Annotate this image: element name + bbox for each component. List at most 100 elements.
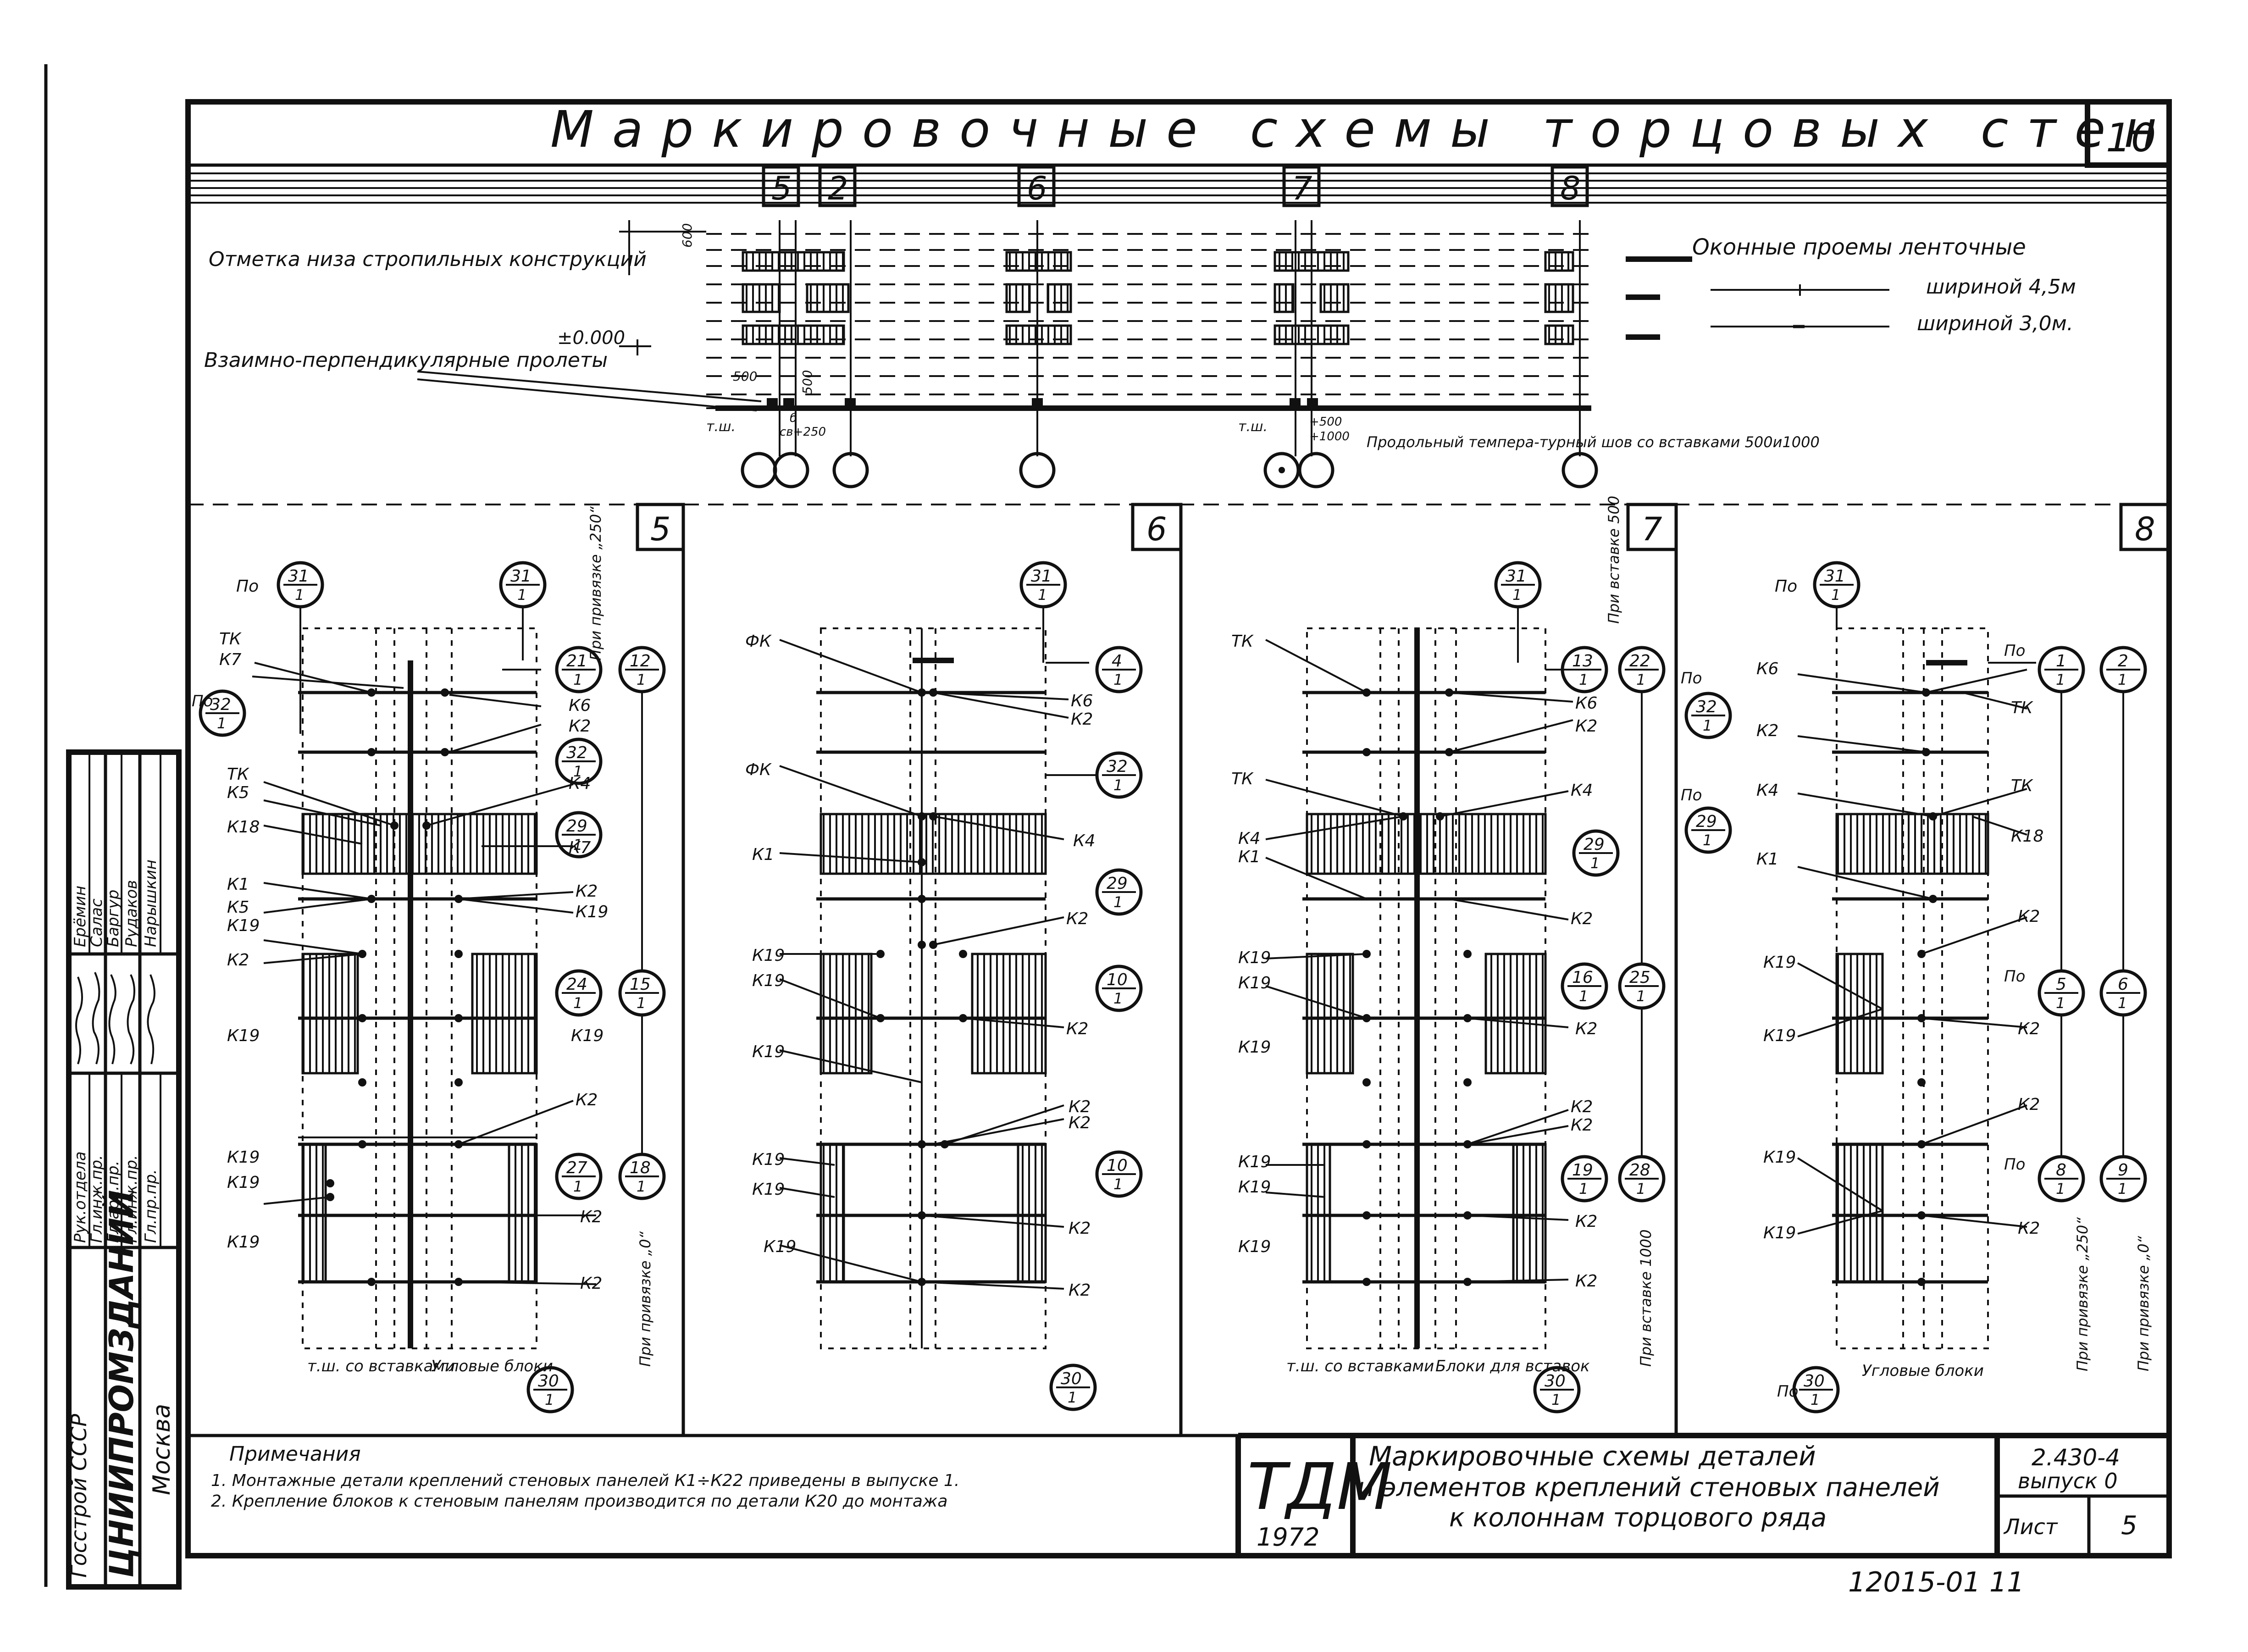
p6-mark-31-sub: 1	[1038, 586, 1047, 604]
p7-mark-28-sub: 1	[1636, 1180, 1645, 1197]
axis-marker-boxes	[762, 165, 1589, 207]
p8-mark-31-sub: 1	[1831, 586, 1840, 604]
panel-5-wall	[298, 627, 538, 1349]
dim-500a: 500	[733, 369, 757, 384]
p8-label-k19-1: К19	[1763, 953, 1796, 972]
stamp-role-4: Гл.инж.пр.	[122, 1155, 141, 1243]
p5-mark-32b-sub: 1	[573, 763, 582, 780]
p5-bottom-right: Угловые блоки	[431, 1357, 553, 1375]
title-block-desc-3: к колоннам торцового ряда	[1449, 1503, 1827, 1533]
p7-label-k2-4: К2	[1571, 1098, 1593, 1116]
roof-level-label: Отметка низа стропильных конструкций	[209, 248, 647, 271]
tdm-year: 1972	[1257, 1523, 1319, 1552]
p6-label-k19-6: К19	[764, 1237, 796, 1256]
legend-width-30: шириной 3,0м.	[1917, 312, 2073, 335]
p8-mark-29: 29	[1696, 812, 1717, 831]
p7-label-tk-1: ТК	[1231, 632, 1254, 651]
p7-label-k19-3: К19	[1238, 1038, 1271, 1057]
corner-number-box	[2085, 99, 2172, 168]
p5-mark-31a-sub: 1	[295, 586, 304, 604]
p6-label-k19-1: К19	[752, 946, 785, 965]
p7-label-k1: К1	[1238, 848, 1260, 866]
p8-mark-8: 8	[2056, 1161, 2066, 1180]
p5-label-k2-r3: К2	[576, 1091, 598, 1109]
ts-label-right: т.ш.	[1238, 419, 1268, 435]
p5-mark-32b: 32	[566, 743, 587, 762]
p7-mark-16-sub: 1	[1579, 987, 1588, 1005]
stamp-org-1: Госстрой СССР	[66, 1414, 91, 1578]
title-block-code: 2.430-4	[2032, 1444, 2120, 1471]
p6-mark-29: 29	[1107, 874, 1128, 893]
panel-7-number-box	[1626, 503, 1678, 551]
p5-note-bottom: При привязке „0“	[637, 1231, 654, 1367]
panel-5-leaders	[252, 662, 597, 1285]
p5-label-k6: К6	[569, 696, 591, 715]
p7-mark-25-sub: 1	[1636, 987, 1645, 1005]
p5-mark-30: 30	[538, 1372, 559, 1391]
stamp-org-3: Москва	[148, 1404, 176, 1495]
p8-label-tk-2: ТК	[2011, 776, 2033, 795]
p8-mark-9-sub: 1	[2118, 1180, 2127, 1197]
ts-label-left: т.ш.	[706, 419, 736, 435]
sheet-title: Маркировочные схемы торцовых стен	[550, 100, 2175, 159]
p7-bottom-right: Блоки для вставок	[1435, 1357, 1590, 1375]
axis-marker-7: 7	[1292, 170, 1312, 207]
title-block-sheet-number: 5	[2121, 1511, 2137, 1541]
panel-7-mark-circles	[1494, 561, 1666, 1414]
p5-mark-32a: 32	[210, 695, 231, 714]
p7-mark-13: 13	[1572, 652, 1593, 671]
p8-bottom-po: По	[1777, 1382, 1798, 1401]
p6-label-fk-1: ФК	[745, 632, 772, 651]
legend-title: Оконные проемы ленточные	[1692, 234, 2026, 260]
p5-mark-31b: 31	[510, 567, 532, 586]
p7-bottom-left: т.ш. со вставками	[1286, 1357, 1434, 1375]
p5-mark-27: 27	[566, 1159, 587, 1177]
p6-mark-30: 30	[1061, 1369, 1082, 1388]
temp-joint-note: Продольный темпера-турный шов со вставка…	[1367, 433, 1820, 451]
p5-label-k7: К7	[219, 650, 242, 669]
p5-mark-24: 24	[566, 975, 587, 994]
panel-8-leaders	[1797, 662, 2036, 1235]
p6-label-k6: К6	[1071, 692, 1093, 710]
p8-label-k4: К4	[1756, 781, 1778, 800]
p7-mark-19-sub: 1	[1579, 1180, 1588, 1197]
legend-width-45: шириной 4,5м	[1926, 275, 2076, 299]
stamp-signatures	[75, 972, 155, 1064]
p8-label-k2-4: К2	[2018, 1219, 2040, 1238]
panel-7-number: 7	[1642, 510, 1662, 548]
panel-6-number: 6	[1146, 510, 1167, 548]
p8-mark-32-sub: 1	[1703, 717, 1712, 734]
notes-line-1: 1. Монтажные детали креплений стеновых п…	[211, 1471, 959, 1490]
p6-label-k2-5: К2	[1069, 1114, 1091, 1132]
p8-mark-29-sub: 1	[1703, 832, 1712, 849]
p7-mark-13-sub: 1	[1579, 671, 1588, 688]
p7-label-k2-6: К2	[1575, 1212, 1597, 1231]
p8-mark-6: 6	[2118, 975, 2128, 994]
p5-mark-18-sub: 1	[637, 1178, 646, 1195]
p8-note-bottom: При привязке „0“	[2135, 1236, 2152, 1371]
p7-note-top: При вставке 500	[1605, 496, 1622, 624]
p5-label-k19-r1: К19	[576, 903, 608, 921]
panel-6-wall	[816, 627, 1047, 1349]
p5-label-k19-r2: К19	[571, 1026, 604, 1045]
p5-label-k2-r5: К2	[580, 1274, 602, 1293]
p8-label-po-r3: По	[2004, 1155, 2025, 1174]
p8-label-k1: К1	[1756, 850, 1778, 869]
p6-label-k1: К1	[752, 845, 774, 864]
panel-8-mark-circles	[1684, 561, 2147, 1414]
p5-mark-30-sub: 1	[545, 1391, 554, 1408]
p8-label-po-r2: По	[2004, 967, 2025, 986]
p6-label-k19-4: К19	[752, 1150, 785, 1169]
p8-mark-32: 32	[1696, 698, 1717, 716]
sheet-frame	[185, 99, 2172, 1558]
panel-5-mark-circles	[199, 561, 666, 1414]
p5-label-k5b: К5	[227, 898, 249, 917]
p5-label-k1: К1	[227, 875, 249, 894]
side-stamp-frame	[66, 749, 182, 1590]
sv1000-label: +1000	[1309, 430, 1350, 443]
stamp-role-1: Рук.отдела	[71, 1151, 89, 1243]
p7-mark-22: 22	[1629, 652, 1650, 671]
p6-mark-10a-sub: 1	[1113, 990, 1123, 1007]
axis-marker-2: 2	[828, 170, 848, 207]
p5-mark-24-sub: 1	[573, 994, 582, 1012]
